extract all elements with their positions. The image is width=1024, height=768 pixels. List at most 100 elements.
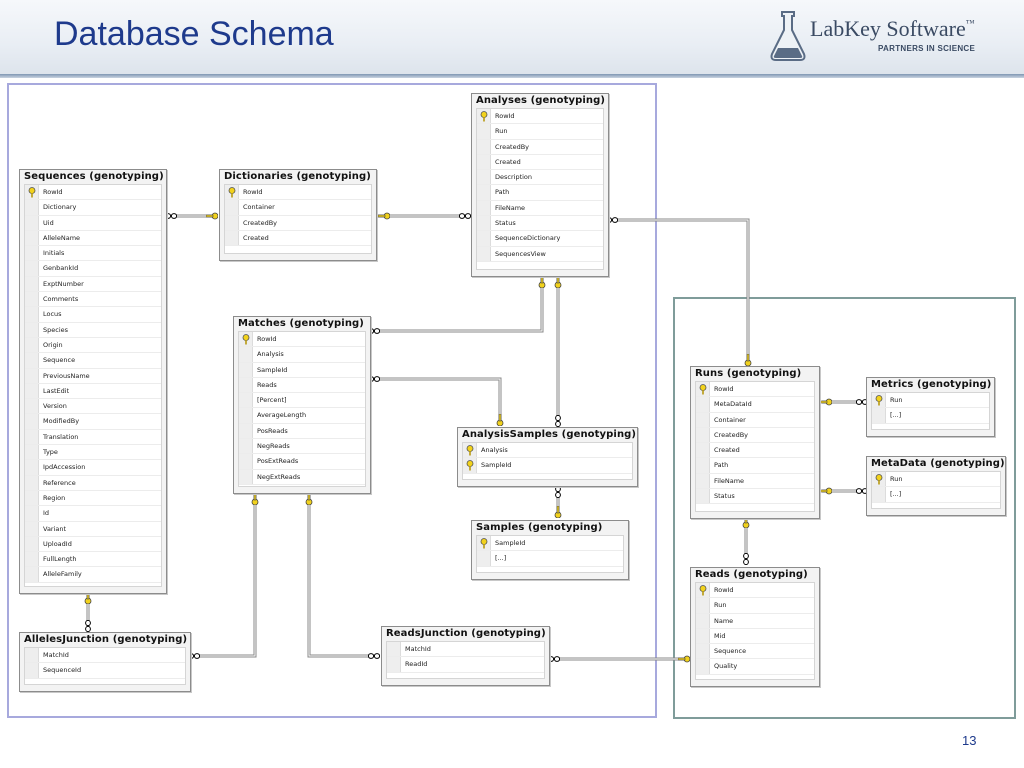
column-row[interactable]: PosExtReads [239,454,365,470]
column-row[interactable]: PreviousName [25,368,161,384]
column-row[interactable]: AverageLength [239,408,365,424]
column-row[interactable]: SequenceId [25,663,185,679]
column-row[interactable]: Created [477,154,603,171]
column-row[interactable]: UploadId [25,536,161,553]
column-name: Reference [43,478,76,487]
column-name: RowId [495,112,515,120]
column-name: PosReads [257,426,288,435]
column-name: Species [43,325,69,334]
column-row[interactable]: Name [696,613,814,629]
column-row[interactable]: [Percent] [239,393,365,409]
column-row[interactable]: CreatedBy [696,427,814,444]
column-row[interactable]: NegExtReads [239,469,365,485]
column-row[interactable]: SampleId [239,362,365,378]
column-row[interactable]: Mid [696,628,814,645]
column-row[interactable]: Quality [696,659,814,675]
column-row[interactable]: Sequence [25,353,161,369]
column-row[interactable]: ExptNumber [25,276,161,293]
column-row[interactable]: AlleleName [25,230,161,247]
column-row[interactable]: LastEdit [25,383,161,400]
column-row[interactable]: RowId [239,332,365,348]
column-row[interactable]: Path [696,458,814,474]
row-gutter [872,487,886,502]
column-row[interactable]: Description [477,170,603,186]
column-row[interactable]: SequenceDictionary [477,231,603,247]
column-row[interactable]: Translation [25,429,161,446]
column-row[interactable]: Reads [239,377,365,394]
column-row[interactable]: Reference [25,475,161,491]
column-row[interactable]: SampleId [477,536,623,552]
table-samples[interactable]: Samples (genotyping) SampleId[...] [471,520,629,580]
column-row[interactable]: Container [696,412,814,428]
column-row[interactable]: Initials [25,246,161,262]
column-row[interactable]: SampleId [463,458,632,474]
column-name: Mid [714,631,726,640]
column-row[interactable]: MetaDataId [696,397,814,413]
column-row[interactable]: Id [25,506,161,522]
column-name: [Percent] [257,396,287,405]
column-row[interactable]: Uid [25,215,161,231]
column-row[interactable]: Analysis [239,347,365,363]
row-gutter [25,490,39,506]
column-row[interactable]: RowId [477,109,603,125]
column-row[interactable]: Run [696,598,814,614]
column-row[interactable]: Region [25,490,161,507]
column-row[interactable]: FullLength [25,552,161,568]
column-row[interactable]: Analysis [463,443,632,459]
column-row[interactable]: ReadId [387,657,544,673]
row-gutter [477,170,491,185]
column-row[interactable]: Species [25,322,161,338]
column-row[interactable]: RowId [25,185,161,201]
column-row[interactable]: Path [477,185,603,201]
column-row[interactable]: ModifiedBy [25,414,161,430]
column-row[interactable]: [...] [872,487,1000,503]
column-row[interactable]: RowId [696,382,814,398]
column-row[interactable]: Status [696,489,814,505]
column-row[interactable]: Variant [25,521,161,537]
table-metrics[interactable]: Metrics (genotyping) Run[...] [866,377,995,437]
column-row[interactable]: [...] [872,408,989,424]
column-row[interactable]: Type [25,445,161,461]
column-row[interactable]: FileName [477,200,603,217]
column-row[interactable]: Origin [25,337,161,354]
column-row[interactable]: Run [477,124,603,140]
column-row[interactable]: FileName [696,473,814,490]
column-row[interactable]: RowId [696,583,814,599]
column-row[interactable]: SequencesView [477,246,603,262]
column-row[interactable]: CreatedBy [225,215,371,231]
column-row[interactable]: Sequence [696,644,814,660]
column-row[interactable]: NegReads [239,439,365,455]
column-row[interactable]: Container [225,200,371,216]
column-row[interactable]: Version [25,399,161,415]
row-gutter [696,583,710,598]
column-row[interactable]: IpdAccession [25,460,161,476]
column-row[interactable]: Dictionary [25,200,161,216]
column-row[interactable]: [...] [477,551,623,567]
column-row[interactable]: Comments [25,292,161,308]
column-row[interactable]: GenbankId [25,261,161,277]
column-row[interactable]: Created [225,230,371,247]
primary-key-icon [699,384,707,395]
column-row[interactable]: Run [872,472,1000,488]
column-row[interactable]: AlleleFamily [25,567,161,583]
column-row[interactable]: Run [872,393,989,409]
column-row[interactable]: Created [696,443,814,459]
table-metadata[interactable]: MetaData (genotyping) Run[...] [866,456,1006,516]
column-row[interactable]: CreatedBy [477,139,603,155]
column-row[interactable]: PosReads [239,423,365,440]
column-row[interactable]: RowId [225,185,371,201]
column-name: Created [714,446,740,455]
column-row[interactable]: MatchId [25,648,185,664]
column-row[interactable]: Locus [25,307,161,323]
column-row[interactable]: Status [477,216,603,232]
column-row[interactable]: MatchId [387,642,544,658]
